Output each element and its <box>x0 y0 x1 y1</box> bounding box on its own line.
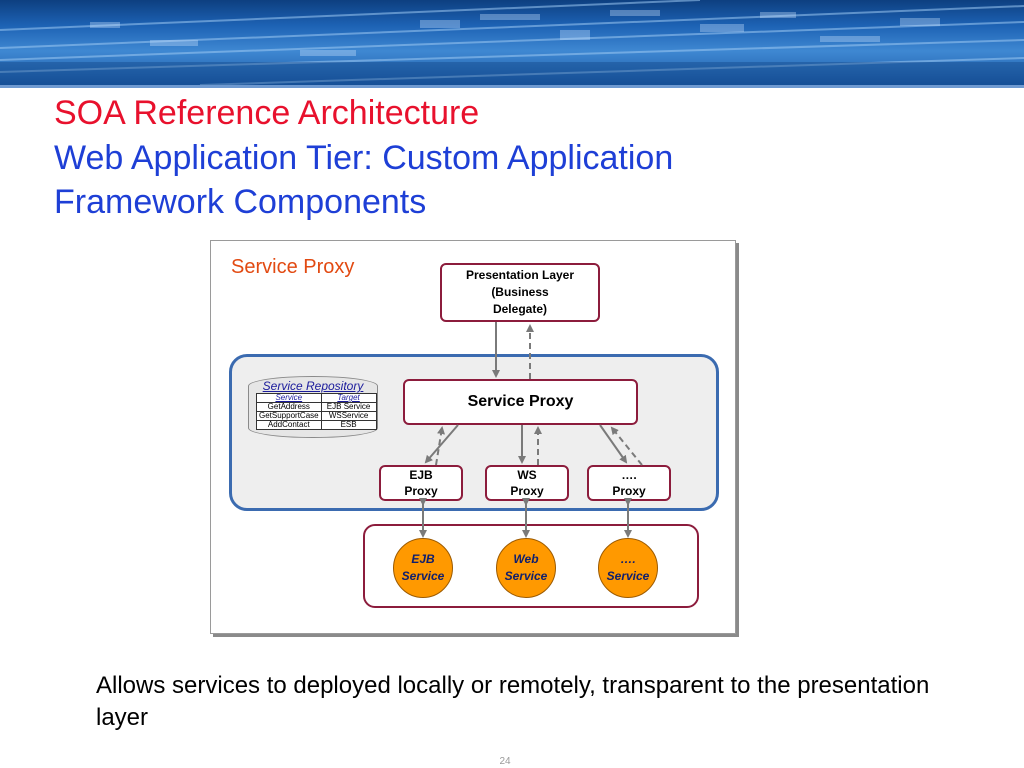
ejb-proxy-box: EJB Proxy <box>379 465 463 501</box>
ws-proxy-label: WS Proxy <box>510 468 544 498</box>
service-proxy-label: Service Proxy <box>467 393 574 410</box>
banner-graphic <box>0 0 1024 85</box>
slide-subtitle: Web Application Tier: Custom Application… <box>54 139 674 221</box>
web-service-label: Web Service <box>504 552 548 583</box>
slide-title: SOA Reference Architecture <box>54 94 480 132</box>
repository-cell: AddContact <box>256 420 322 430</box>
web-service-circle: Web Service <box>496 538 556 598</box>
service-repository-title: Service Repository <box>262 379 364 393</box>
service-repository-table: Service Target GetAddress EJB Service Ge… <box>256 393 377 430</box>
ejb-proxy-label: EJB Proxy <box>404 468 438 498</box>
other-service-label: …. Service <box>606 552 650 583</box>
service-proxy-box: Service Proxy <box>403 379 638 425</box>
diagram-label: Service Proxy <box>231 256 355 278</box>
repository-cell: ESB <box>320 420 377 430</box>
ejb-service-label: EJB Service <box>401 552 445 583</box>
presentation-layer-label: Presentation Layer (Business Delegate) <box>465 268 575 316</box>
other-proxy-box: …. Proxy <box>587 465 671 501</box>
repository-row: AddContact ESB <box>256 420 377 430</box>
header-banner <box>0 0 1024 88</box>
ws-proxy-box: WS Proxy <box>485 465 569 501</box>
presentation-layer-box: Presentation Layer (Business Delegate) <box>440 263 600 322</box>
ejb-service-circle: EJB Service <box>393 538 453 598</box>
slide-caption: Allows services to deployed locally or r… <box>96 672 930 731</box>
other-proxy-label: …. Proxy <box>612 468 646 498</box>
other-service-circle: …. Service <box>598 538 658 598</box>
page-number: 24 <box>499 756 511 767</box>
